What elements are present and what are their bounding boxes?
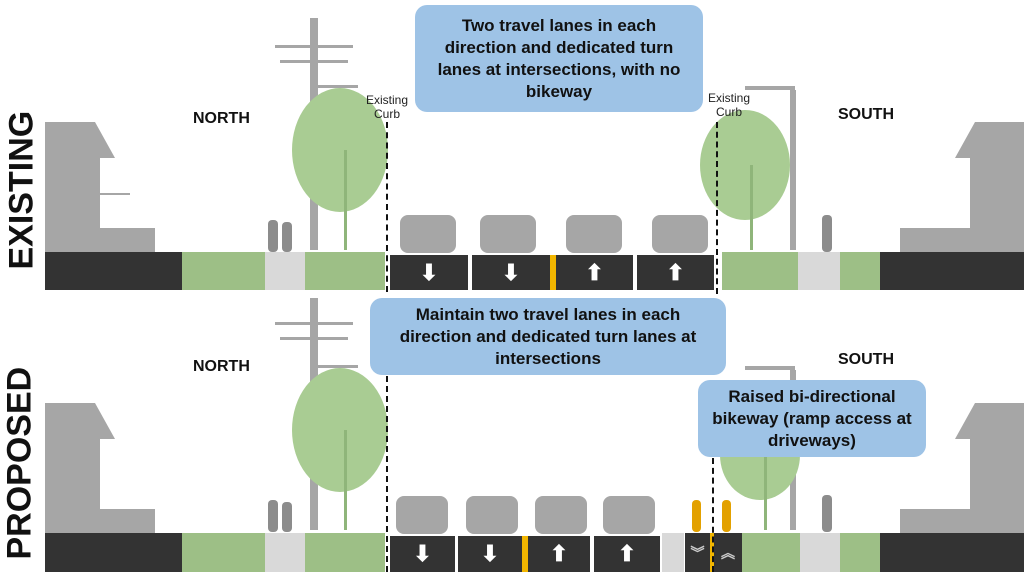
private-property-proposed-north	[45, 533, 182, 572]
private-property-proposed-south	[880, 533, 1024, 572]
callout-existing: Two travel lanes in each direction and d…	[415, 5, 703, 112]
section-label-existing: EXISTING	[2, 110, 41, 270]
planting-strip	[182, 533, 265, 572]
sidewalk	[265, 533, 305, 572]
travel-lane: ⬆	[637, 255, 714, 290]
private-property-existing-south	[880, 252, 1024, 290]
existing-curb-label: Existing Curb	[707, 91, 751, 119]
planting-strip	[182, 252, 265, 290]
callout-bikeway: Raised bi-directional bikeway (ramp acce…	[698, 380, 926, 457]
buffer	[662, 533, 684, 572]
sidewalk	[800, 533, 840, 572]
curb-line	[386, 376, 388, 572]
bikeway-lane: ︾	[685, 533, 710, 572]
travel-lane: ⬇	[458, 536, 522, 572]
travel-lane: ⬇	[390, 536, 455, 572]
travel-lane: ⬆	[556, 255, 633, 290]
curb-line	[716, 122, 718, 294]
existing-curb-label: Existing Curb	[365, 93, 409, 121]
curb-line	[386, 122, 388, 292]
south-label: SOUTH	[838, 351, 894, 368]
north-label: NORTH	[193, 358, 250, 375]
house-left-proposed	[45, 403, 155, 533]
sidewalk	[265, 252, 305, 290]
pedestrians	[268, 215, 832, 532]
house-right-existing	[900, 122, 1024, 252]
planting-strip	[840, 533, 880, 572]
planting-strip	[305, 252, 385, 290]
house-left-existing	[45, 122, 155, 252]
callout-proposed: Maintain two travel lanes in each direct…	[370, 298, 726, 375]
travel-lane: ⬇	[472, 255, 550, 290]
planting-strip	[305, 533, 385, 572]
private-property-existing-north	[45, 252, 182, 290]
cyclists	[692, 500, 731, 532]
centerline	[550, 255, 556, 290]
north-label: NORTH	[193, 110, 250, 127]
south-label: SOUTH	[838, 106, 894, 123]
travel-lane: ⬆	[528, 536, 590, 572]
cars	[396, 215, 708, 534]
planting-strip	[722, 252, 798, 290]
centerline	[522, 536, 528, 572]
house-right-proposed	[900, 403, 1024, 533]
street-light-existing	[745, 86, 796, 250]
section-label-proposed: PROPOSED	[0, 366, 39, 560]
bikeway-lane: ︽	[714, 533, 742, 572]
travel-lane: ⬆	[594, 536, 660, 572]
travel-lane: ⬇	[390, 255, 468, 290]
curb-line	[712, 458, 714, 572]
planting-strip	[840, 252, 880, 290]
sidewalk	[798, 252, 840, 290]
planting-strip	[742, 533, 800, 572]
